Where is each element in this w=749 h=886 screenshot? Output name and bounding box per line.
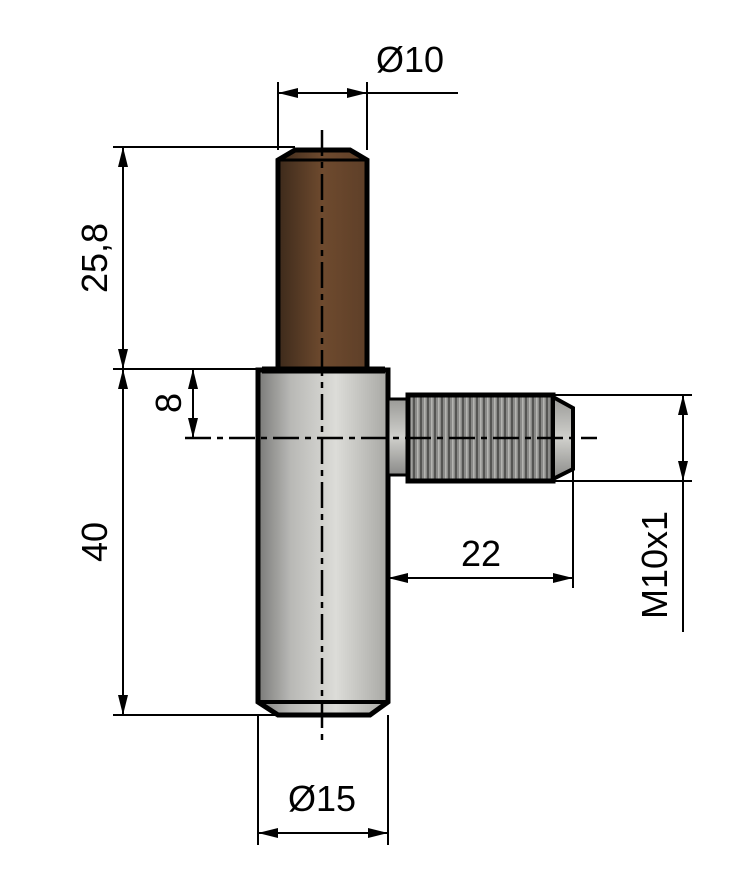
dimension-body-length: 40: [74, 369, 278, 716]
dimension-thread-offset: 8: [148, 369, 198, 438]
dimension-label: 40: [74, 522, 115, 562]
dimension-label: Ø15: [288, 778, 356, 819]
dimension-label: 8: [148, 393, 189, 413]
dimension-thread-spec: M10x1: [553, 394, 692, 632]
dimension-thread-length: 22: [388, 470, 574, 588]
dimension-label: M10x1: [634, 511, 675, 619]
dimension-body-diameter: Ø15: [257, 715, 389, 845]
dimension-label: 22: [461, 533, 501, 574]
dimension-label: 25,8: [74, 223, 115, 293]
dimension-pin-diameter: Ø10: [277, 39, 458, 150]
dimension-pin-length: 25,8: [74, 146, 295, 370]
dimension-label: Ø10: [376, 39, 444, 80]
